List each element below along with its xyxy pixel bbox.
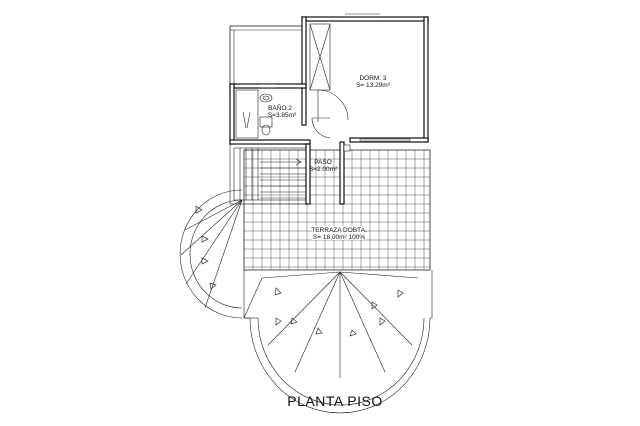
terraza-label-bg	[312, 226, 364, 240]
bano2-area: S=3.85m²	[268, 112, 297, 119]
dorm3-room	[301, 13, 429, 143]
top-left-volume	[229, 25, 303, 85]
terraza-area: S= 18.00m² 100%	[313, 234, 365, 241]
drawing-title: PLANTA PISO	[287, 393, 383, 409]
paso-area: S=2.00m²	[309, 166, 338, 173]
paso-name: PASO	[314, 159, 332, 166]
dorm3-name: DORM. 3	[359, 75, 386, 82]
stair-block	[229, 141, 351, 205]
bottom-round-terrace	[243, 270, 433, 414]
left-round-balcony	[179, 189, 243, 319]
terraza-name: TERRAZA DOBTA.	[311, 227, 367, 234]
dorm3-area: S= 13.29m²	[356, 82, 391, 89]
bano2-name: BAÑO 2	[268, 103, 292, 112]
